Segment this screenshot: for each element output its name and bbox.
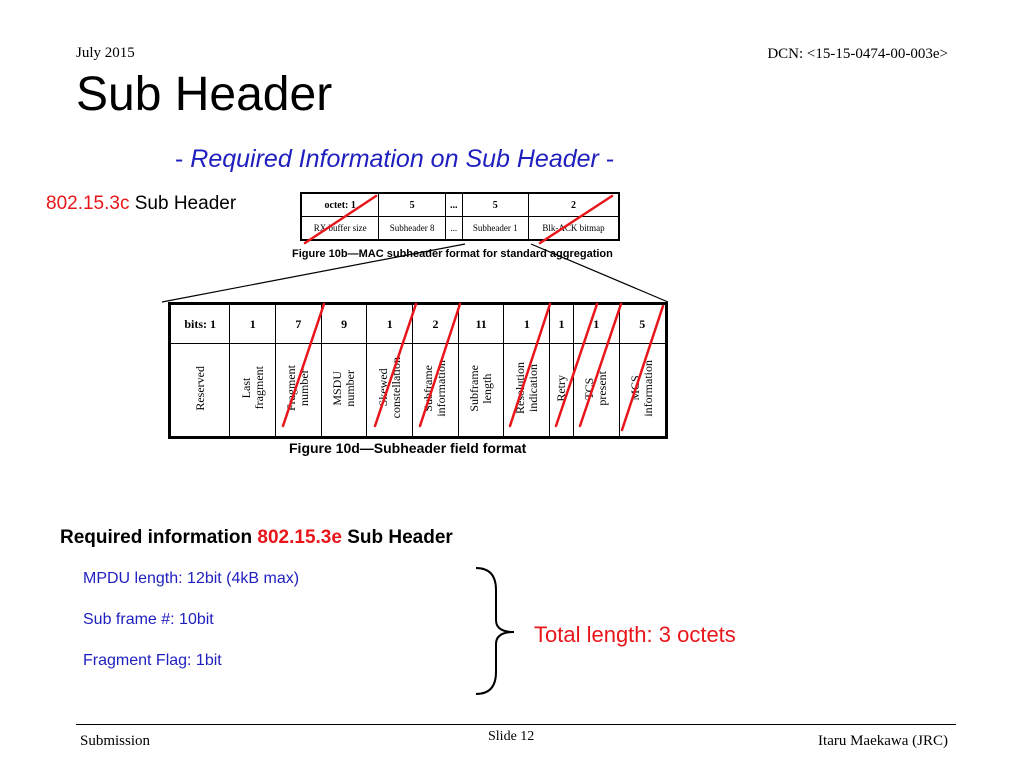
table-cell: ... (444, 192, 463, 217)
table-cell: Subframe information (412, 343, 459, 438)
table-cell: MSDU number (320, 343, 368, 438)
right-brace-icon (475, 567, 515, 695)
table-cell: Subframe length (457, 343, 505, 438)
table-cell: Subheader 1 (461, 216, 529, 241)
table-cell: ... (444, 216, 463, 241)
table-cell: MCS information (618, 343, 668, 438)
field-label: Subframe information (421, 359, 449, 417)
slide-date: July 2015 (76, 45, 135, 61)
figure-10b-caption: Figure 10b—MAC subheader format for stan… (292, 248, 613, 260)
table-cell: 9 (320, 303, 368, 344)
table-cell: 1 (503, 303, 551, 344)
footer-submission: Submission (80, 733, 151, 749)
table-cell: 1 (366, 303, 414, 344)
total-length-label: Total length: 3 octets (534, 622, 736, 647)
table-cell: octet: 1 (300, 192, 380, 217)
field-label: MSDU number (330, 369, 358, 407)
field-label: Last fragment (238, 366, 266, 410)
label-text: Sub Header (129, 193, 237, 214)
field-label: MCS information (628, 359, 656, 417)
heading-suffix: Sub Header (341, 527, 453, 548)
table-header-row: octet: 1 5 ... 5 2 (300, 192, 620, 217)
figure-10d-caption: Figure 10d—Subheader field format (289, 440, 527, 456)
subtitle-text: Required Information on Sub Header (190, 145, 599, 173)
table-cell: Subheader 8 (378, 216, 446, 241)
table-cell: TCS present (572, 343, 620, 438)
table-cell: 1 (572, 303, 620, 344)
heading-prefix: Required information (60, 527, 258, 548)
table-cell: 2 (527, 192, 620, 217)
required-info-heading: Required information 802.15.3e Sub Heade… (60, 527, 453, 549)
table-cell: bits: 1 (168, 303, 231, 344)
table-cell: 7 (275, 303, 322, 344)
table-cell: Blk-ACK bitmap (527, 216, 620, 241)
subtitle-dash-left: - (175, 145, 191, 173)
field-label: TCS present (582, 370, 610, 406)
table-cell: 1 (549, 303, 574, 344)
table-cell: Skewed constellation (366, 343, 414, 438)
table-cell: 1 (229, 303, 277, 344)
table-row: Reserved Last fragment Fragment number M… (168, 343, 668, 438)
requirement-item: Sub frame #: 10bit (83, 611, 214, 628)
label-802-15-3c: 802.15.3c Sub Header (46, 193, 236, 215)
table-cell: 5 (461, 192, 529, 217)
table-cell: Last fragment (229, 343, 277, 438)
table-header-row: bits: 1 1 7 9 1 2 11 1 1 1 5 (168, 303, 668, 344)
table-cell: Reserved (168, 343, 231, 438)
heading-standard: 802.15.3e (257, 527, 342, 548)
slide-subtitle: - Required Information on Sub Header - (175, 145, 614, 174)
table-row: RX buffer size Subheader 8 ... Subheader… (300, 216, 620, 241)
table-cell: 5 (378, 192, 446, 217)
footer-author: Itaru Maekawa (JRC) (818, 733, 948, 749)
subtitle-dash-right: - (598, 145, 615, 173)
slide-number: Slide 12 (488, 729, 535, 744)
table-cell: RX buffer size (300, 216, 380, 241)
document-number: DCN: <15-15-0474-00-003e> (767, 46, 948, 62)
table-cell: Fragment number (275, 343, 322, 438)
table-cell: 11 (457, 303, 505, 344)
field-label: Skewed constellation (375, 357, 403, 419)
footer-divider (76, 724, 956, 725)
field-label: Subframe length (467, 364, 495, 412)
requirement-item: Fragment Flag: 1bit (83, 652, 222, 669)
table-cell: 5 (618, 303, 668, 344)
requirement-item: MPDU length: 12bit (4kB max) (83, 570, 300, 587)
field-label: Resolution indication (512, 361, 540, 414)
subheader-field-format-table: bits: 1 1 7 9 1 2 11 1 1 1 5 Reserved La… (168, 302, 668, 439)
table-cell: 2 (412, 303, 459, 344)
field-label: Fragment number (284, 365, 312, 411)
table-cell: Resolution indication (503, 343, 551, 438)
field-label: Reserved (192, 365, 207, 411)
table-cell: Retry (549, 343, 574, 438)
slide-title: Sub Header (76, 68, 333, 121)
mac-subheader-format-table: octet: 1 5 ... 5 2 RX buffer size Subhea… (300, 192, 620, 241)
label-standard: 802.15.3c (46, 193, 130, 214)
field-label: Retry (554, 374, 569, 402)
